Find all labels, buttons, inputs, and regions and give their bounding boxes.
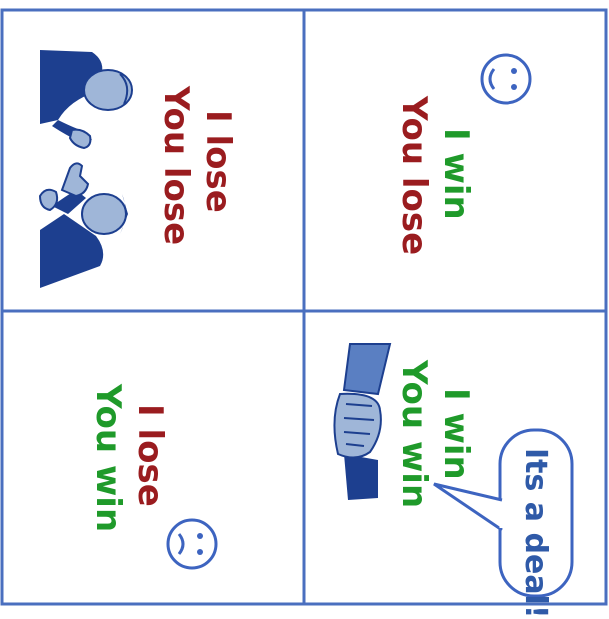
win-lose-line1: I win (436, 128, 476, 220)
lose-win-line1: I lose (130, 404, 170, 507)
speech-bubble-text: Its a deal! (518, 448, 552, 619)
lose-win-line2: You win (88, 384, 128, 532)
lose-lose-line1: I lose (198, 110, 238, 213)
lose-lose-line2: You lose (156, 86, 196, 245)
win-lose-matrix: I lose You lose I win You lose I lose Yo… (0, 0, 609, 606)
win-win-line2: You win (394, 360, 434, 508)
win-win-line1: I win (436, 388, 476, 480)
win-lose-line2: You lose (394, 96, 434, 255)
